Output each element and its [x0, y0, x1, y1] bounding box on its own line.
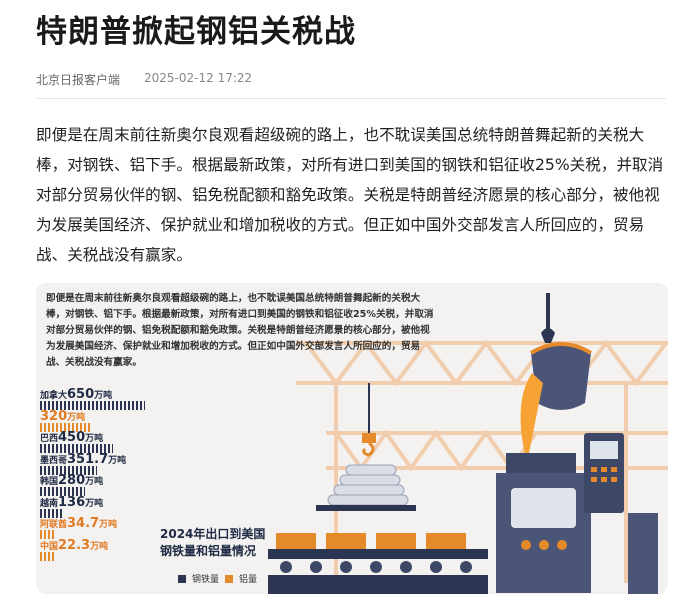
- chart-bar-label: 中国22.3万吨: [40, 538, 108, 553]
- chart-category-label: 加拿大: [40, 391, 68, 401]
- chart-caption-line1: 2024年出口到美国: [160, 527, 266, 541]
- article-meta: 北京日报客户端 2025-02-12 17:22: [36, 71, 252, 88]
- chart-unit-label: 万吨: [85, 498, 104, 509]
- chart-bar-label: 墨西哥351.7万吨: [40, 452, 126, 467]
- legend-label-steel: 钢铁量: [192, 575, 220, 585]
- chart-unit-label: 万吨: [85, 434, 104, 444]
- chart-bar: [40, 551, 54, 561]
- chart-value-label: 136: [58, 494, 86, 510]
- chart-value-label: 650: [67, 387, 95, 402]
- chart-category-label: 韩国: [40, 477, 59, 487]
- chart-unit-label: 万吨: [90, 541, 109, 552]
- chart-bar: [40, 401, 145, 410]
- chart-bar: [40, 422, 92, 432]
- chart-bar-row: 中国22.3万吨: [40, 538, 190, 568]
- divider: [36, 98, 666, 99]
- chart-bar: [40, 487, 86, 496]
- chart-category-label: 越南: [40, 498, 59, 509]
- chart-bar-row: 巴西450万吨: [40, 430, 190, 460]
- chart-unit-label: 万吨: [94, 391, 113, 401]
- chart-bar-label: 韩国280万吨: [40, 473, 103, 488]
- chart-category-label: 巴西: [40, 434, 59, 444]
- legend-label-aluminum: 铝量: [239, 575, 258, 585]
- chart-value-label: 320: [40, 408, 68, 424]
- chart-legend: 钢铁量 铝量: [178, 572, 257, 585]
- chart-bar-label: 阿联酋34.7万吨: [40, 516, 117, 531]
- infographic-text: 即便是在周末前往新奥尔良观看超级碗的路上，也不耽误美国总统特朗普舞起新的关税大棒…: [46, 293, 434, 368]
- chart-bar-row: 越南136万吨: [40, 495, 190, 525]
- chart-value-label: 34.7: [67, 516, 100, 531]
- chart-bar-label: 巴西450万吨: [40, 430, 103, 445]
- chart-bar-row: 韩国280万吨: [40, 473, 190, 503]
- chart-bar-label: 越南136万吨: [40, 495, 103, 510]
- chart-category-label: 中国: [40, 541, 59, 552]
- legend-swatch-aluminum: [225, 574, 234, 583]
- chart-unit-label: 万吨: [108, 455, 127, 466]
- chart-value-label: 22.3: [58, 537, 91, 553]
- article-source[interactable]: 北京日报客户端: [36, 73, 121, 87]
- industrial-scene-illustration: [268, 293, 668, 594]
- chart-unit-label: 万吨: [99, 520, 118, 530]
- article-datetime: 2025-02-12 17:22: [144, 71, 253, 85]
- article-title: 特朗普掀起钢铝关税战: [36, 14, 356, 50]
- legend-swatch-steel: [178, 574, 186, 583]
- chart-bar: [40, 530, 54, 539]
- chart-value-label: 280: [58, 473, 86, 488]
- article-paragraph: 即便是在周末前往新奥尔良观看超级碗的路上，也不耽误美国总统特朗普舞起新的关税大棒…: [36, 126, 664, 264]
- chart-bar: [40, 508, 62, 518]
- chart-value-label: 450: [58, 430, 86, 445]
- chart-caption-line2: 钢铁量和铝量情况: [160, 544, 257, 558]
- chart-bar: [40, 444, 113, 453]
- chart-category-label: 阿联酋: [40, 520, 68, 530]
- chart-bar-row: 墨西哥351.7万吨: [40, 452, 190, 482]
- chart-bar-label: 320万吨: [40, 409, 85, 424]
- chart-bar-row: 加拿大650万吨: [40, 387, 190, 417]
- chart-bar-row: 320万吨: [40, 409, 190, 439]
- chart-bar-row: 阿联酋34.7万吨: [40, 516, 190, 546]
- chart-unit-label: 万吨: [67, 412, 86, 423]
- chart-category-label: 墨西哥: [40, 455, 68, 466]
- chart-bar-label: 加拿大650万吨: [40, 387, 112, 402]
- chart-bar: [40, 465, 97, 475]
- chart-value-label: 351.7: [67, 451, 109, 467]
- chart-unit-label: 万吨: [85, 477, 104, 487]
- infographic: 即便是在周末前往新奥尔良观看超级碗的路上，也不耽误美国总统特朗普舞起新的关税大棒…: [36, 283, 668, 594]
- chart-caption: 2024年出口到美国 钢铁量和铝量情况: [160, 526, 265, 560]
